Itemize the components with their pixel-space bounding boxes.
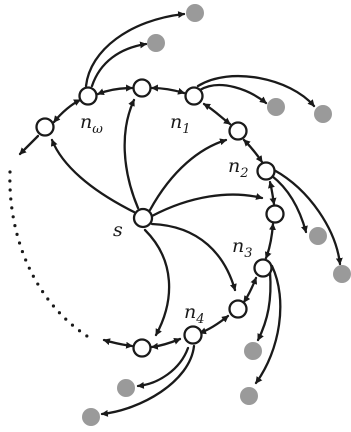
- leaf-node: [240, 387, 258, 405]
- ring-node-n4: [183, 325, 203, 345]
- edge-s-to-n4-ring: [143, 228, 171, 337]
- edge-s-to-n3-ring: [150, 222, 237, 292]
- ring-node-n3-n4: [228, 299, 248, 319]
- leaf-edge-n4-a: [136, 346, 190, 389]
- label-n2: n2: [228, 155, 249, 181]
- label-n1: n1: [170, 111, 191, 137]
- ring-node-bottom: [132, 338, 152, 358]
- leaf-node: [314, 105, 332, 123]
- ring-node-n1: [184, 86, 204, 106]
- label-n4: n4: [184, 301, 205, 327]
- leaf-node: [309, 227, 327, 245]
- ring-dotted-gap: [8, 170, 92, 340]
- leaf-edges: [84, 11, 343, 417]
- ring-edge-5: [242, 138, 264, 164]
- ring-edge-10: [150, 337, 182, 350]
- label-s: s: [113, 219, 123, 241]
- ring-edge-4: [202, 102, 232, 126]
- edge-s-to-n2-ring: [150, 193, 264, 218]
- ring-edge-12: [18, 134, 40, 156]
- ring-node-n3: [253, 258, 273, 278]
- ring-edge-3: [150, 84, 186, 95]
- leaf-node: [82, 408, 100, 426]
- leaf-node: [333, 265, 351, 283]
- leaf-edge-n1-a: [198, 83, 268, 105]
- ring-edge-11: [102, 338, 134, 349]
- source-edges: [50, 98, 264, 337]
- ring-node-n-omega: [78, 86, 98, 106]
- leaf-node: [117, 379, 135, 397]
- ring-node-top: [132, 78, 152, 98]
- ring-edge-8: [242, 276, 258, 304]
- leaf-node: [267, 98, 285, 116]
- node-labels: s nω n1 n2 n3 n4: [80, 111, 253, 327]
- ring-node-n2: [256, 161, 276, 181]
- edge-s-to-left-node: [50, 138, 136, 214]
- leaf-nodes: [82, 4, 351, 426]
- ring-node-left: [35, 117, 55, 137]
- edge-s-to-top-node: [123, 98, 140, 210]
- ring-edge-6: [268, 180, 277, 206]
- source-node: [132, 207, 154, 229]
- leaf-edge-n3-a: [256, 270, 272, 342]
- leaf-edge-nw-a: [84, 11, 186, 88]
- label-n-omega: nω: [80, 111, 103, 137]
- ring-node-n1-n2: [228, 121, 248, 141]
- leaf-edge-n4-b: [100, 344, 196, 417]
- leaf-node: [244, 342, 262, 360]
- ring-edges: [18, 84, 277, 350]
- ring-edge-7: [264, 222, 276, 260]
- leaf-edge-nw-b: [90, 41, 148, 88]
- leaf-edge-n1-b: [196, 74, 316, 108]
- leaf-edge-n3-b: [254, 264, 282, 385]
- leaf-edge-n2-a: [270, 174, 308, 234]
- ring-edge-2: [96, 84, 134, 96]
- ring-edge-1: [52, 98, 82, 124]
- ring-node-n2-n3: [265, 204, 285, 224]
- leaf-edge-n2-b: [272, 168, 343, 266]
- label-n3: n3: [232, 235, 253, 261]
- leaf-node: [147, 34, 165, 52]
- leaf-node: [186, 4, 204, 22]
- ring-nodes: [35, 78, 285, 358]
- edge-s-to-n1-ring: [148, 138, 228, 212]
